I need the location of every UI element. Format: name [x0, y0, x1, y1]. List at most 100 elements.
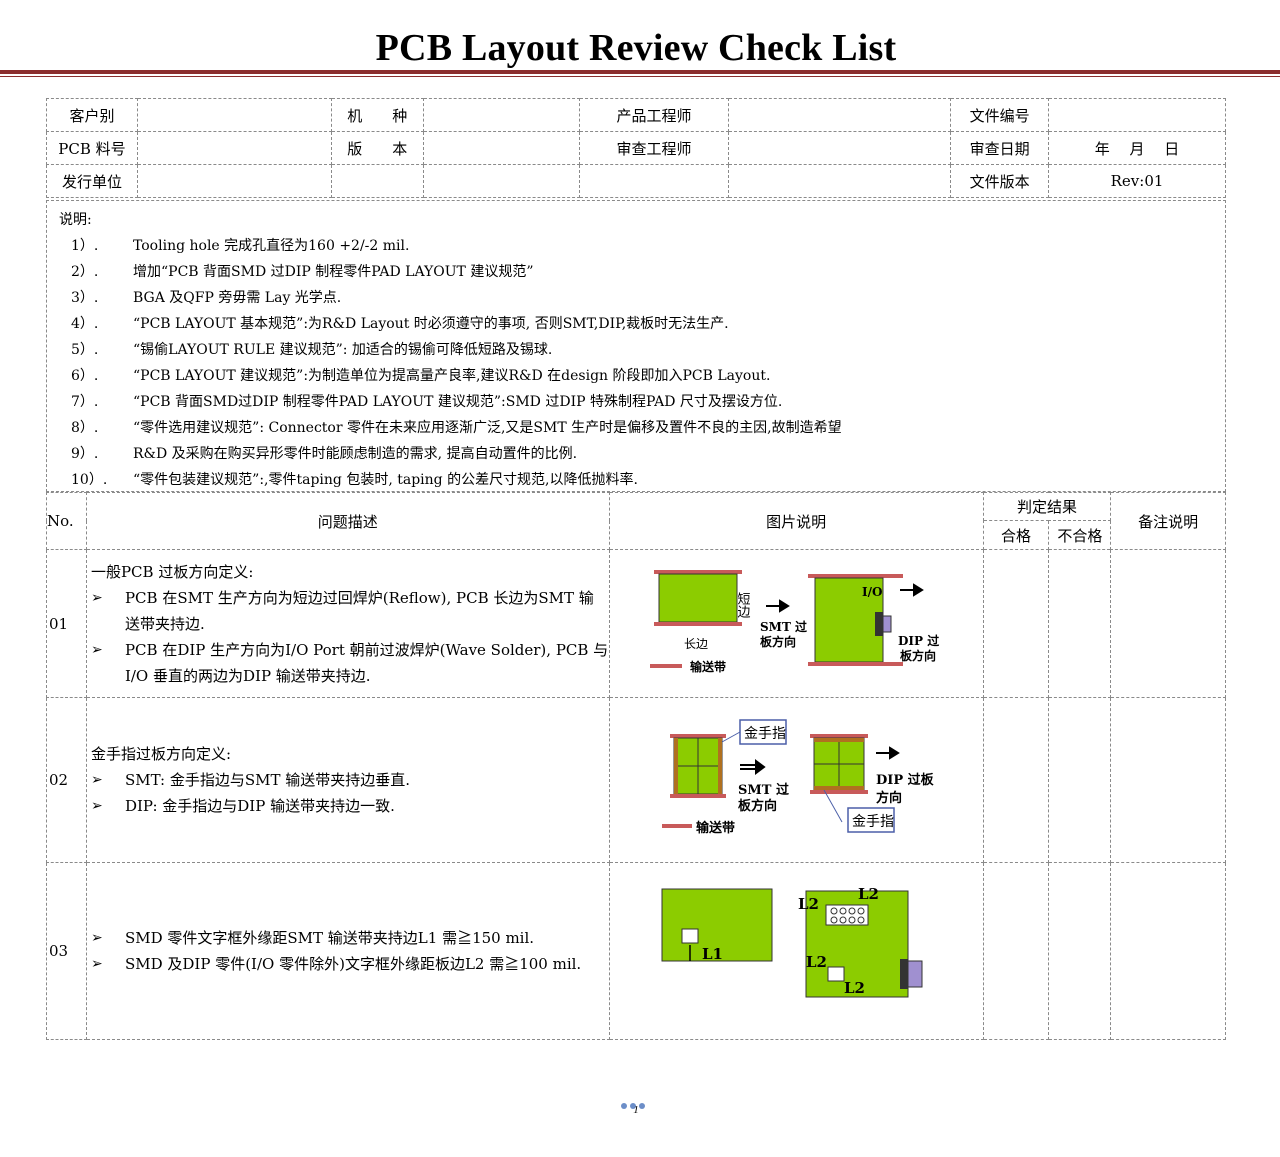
label-conveyor: 输送带 [696, 820, 735, 836]
label-review-date: 审查日期 [950, 131, 1050, 165]
smd-part [681, 928, 699, 944]
remark-cell[interactable] [1110, 697, 1226, 863]
note-number: 3）. [71, 290, 99, 306]
bullet-item: ➢SMT: 金手指边与SMT 输送带夹持边垂直. [91, 767, 609, 793]
value-product-engineer[interactable] [728, 98, 952, 132]
row-description: ➢ SMD 零件文字框外缘距SMT 输送带夹持边L1 需≧150 mil. ➢ SM… [85, 862, 610, 1040]
page-number: 1 [633, 1104, 639, 1116]
bullet-text: PCB 在SMT 生产方向为短边过回焊炉(Reflow), PCB 长边为SMT… [124, 588, 594, 633]
gold-finger-figure: 金手指 SMT 过 板方向 输送带 DIP 过板 方向 金手指 [661, 719, 934, 836]
fail-cell[interactable] [1048, 862, 1112, 1040]
conveyor-rail [669, 734, 726, 738]
arrow-bullet-icon: ➢ [90, 930, 103, 946]
label-l1: L1 [702, 945, 723, 963]
label-model: 机 种 [330, 98, 424, 132]
header-picture: 图片说明 [608, 492, 984, 550]
label-l2: L2 [798, 895, 819, 913]
bullet-text: SMD 及DIP 零件(I/O 零件除外)文字框外缘距板边L2 需≧100 mi… [124, 955, 582, 973]
conveyor-legend-swatch [661, 824, 692, 828]
bullet-item: ➢PCB 在DIP 生产方向为I/O Port 朝前过波焊炉(Wave Sold… [91, 637, 609, 689]
table-row: 02 金手指过板方向定义: ➢SMT: 金手指边与SMT 输送带夹持边垂直. ➢… [46, 697, 1226, 863]
pass-cell[interactable] [982, 862, 1050, 1040]
header-description: 问题描述 [85, 492, 610, 550]
notes-block: 说明: 1）. Tooling hole 完成孔直径为160 +2/-2 mil.… [46, 200, 1226, 492]
title-rule-thick [0, 70, 1280, 74]
row-figure: L1 L2 L2 L2 L2 [608, 862, 984, 1040]
label-dip-dir-1: DIP 过 [898, 633, 939, 648]
conveyor-rail [809, 734, 868, 738]
pass-cell[interactable] [982, 549, 1050, 698]
header-fail: 不合格 [1048, 520, 1112, 550]
pass-cell[interactable] [982, 697, 1050, 863]
checklist-table: No. 问题描述 图片说明 判定结果 备注说明 合格 不合格 01 一般PCB … [46, 492, 1226, 1040]
header-remark: 备注说明 [1110, 492, 1226, 550]
label-smt-dir-1: SMT 过 [760, 619, 807, 634]
note-number: 5）. [71, 342, 99, 358]
note-number: 6）. [71, 368, 99, 384]
fail-cell[interactable] [1048, 697, 1112, 863]
value-customer[interactable] [136, 98, 332, 132]
remark-cell[interactable] [1110, 549, 1226, 698]
note-text: “PCB LAYOUT 基本规范”:为R&D Layout 时必须遵守的事项, … [133, 316, 729, 332]
row-number: 01 [46, 549, 87, 698]
io-connector [874, 612, 883, 636]
value-version[interactable] [422, 131, 580, 165]
label-doc-number: 文件编号 [950, 98, 1050, 132]
arrow-bullet-icon: ➢ [90, 772, 103, 788]
conveyor-legend-swatch [649, 664, 682, 668]
label-doc-version: 文件版本 [950, 164, 1050, 198]
note-text: Tooling hole 完成孔直径为160 +2/-2 mil. [133, 238, 410, 254]
label-smt-dir-2: 板方向 [738, 798, 777, 814]
table-header-row: No. 问题描述 图片说明 判定结果 备注说明 [46, 492, 1226, 550]
note-number: 2）. [71, 264, 99, 280]
value-doc-number[interactable] [1048, 98, 1226, 132]
row-title: 一般PCB 过板方向定义: [90, 562, 254, 581]
fail-cell[interactable] [1048, 549, 1112, 698]
table-row: 01 一般PCB 过板方向定义: ➢ PCB 在SMT 生产方向为短边过回焊炉(R… [46, 549, 1226, 698]
note-text: “锡偷LAYOUT RULE 建议规范”: 加适合的锡偷可降低短路及锡球. [133, 342, 553, 358]
callout-box [846, 807, 895, 833]
value-review-engineer[interactable] [728, 131, 952, 165]
note-text: “零件选用建议规范”: Connector 零件在未来应用逐渐广泛,又是SMT … [133, 420, 842, 436]
header-row-2: PCB 料号 版 本 审查工程师 审查日期 年 月 日 [46, 131, 1226, 165]
label-customer: 客户别 [46, 98, 138, 132]
pcb-board [814, 577, 884, 663]
label-pcb-part-no: PCB 料号 [46, 131, 138, 165]
note-number: 9）. [71, 446, 99, 462]
label-l2: L2 [858, 885, 879, 903]
notes-title: 说明: [59, 212, 92, 228]
label-conveyor: 输送带 [690, 659, 726, 674]
header-row-3: 发行单位 文件版本 Rev:01 [46, 164, 1226, 198]
conveyor-rail [669, 794, 726, 798]
gold-finger-edge [717, 738, 722, 794]
label-long-edge: 长边 [684, 637, 708, 651]
bullet-item: ➢ SMD 零件文字框外缘距SMT 输送带夹持边L1 需≧150 mil. [91, 925, 609, 951]
note-text: 增加“PCB 背面SMD 过DIP 制程零件PAD LAYOUT 建议规范” [133, 264, 534, 280]
arrow-bullet-icon: ➢ [90, 641, 103, 658]
note-text: R&D 及采购在购买异形零件时能顾虑制造的需求, 提高自动置件的比例. [133, 446, 578, 462]
value-issuing-unit[interactable] [136, 164, 332, 198]
row-description: 金手指过板方向定义: ➢SMT: 金手指边与SMT 输送带夹持边垂直. ➢DIP… [85, 697, 610, 863]
callout-line [721, 731, 740, 743]
note-number: 7）. [71, 394, 99, 410]
blank-cell [422, 164, 580, 198]
row-title: 金手指过板方向定义: [90, 745, 232, 763]
row-number: 03 [46, 862, 87, 1040]
bullet-text: SMD 零件文字框外缘距SMT 输送带夹持边L1 需≧150 mil. [124, 929, 535, 947]
io-connector [899, 959, 908, 989]
row-number: 02 [46, 697, 87, 863]
value-model[interactable] [422, 98, 580, 132]
note-text: “PCB LAYOUT 建议规范”:为制造单位为提高量产良率,建议R&D 在de… [133, 368, 771, 384]
value-review-date[interactable]: 年 月 日 [1048, 131, 1226, 165]
label-dip-dir-2: 板方向 [900, 648, 936, 663]
value-pcb-part-no[interactable] [136, 131, 332, 165]
bullet-item: ➢DIP: 金手指边与DIP 输送带夹持边一致. [91, 793, 609, 819]
conveyor-rail [807, 574, 903, 578]
label-review-engineer: 审查工程师 [578, 131, 730, 165]
note-number: 1）. [71, 238, 99, 254]
row-description: 一般PCB 过板方向定义: ➢ PCB 在SMT 生产方向为短边过回焊炉(Refl… [85, 549, 610, 698]
remark-cell[interactable] [1110, 862, 1226, 1040]
gold-finger-edge [813, 738, 864, 742]
arrow-bullet-icon: ➢ [90, 589, 103, 606]
bullet-text: DIP: 金手指边与DIP 输送带夹持边一致. [124, 797, 395, 815]
